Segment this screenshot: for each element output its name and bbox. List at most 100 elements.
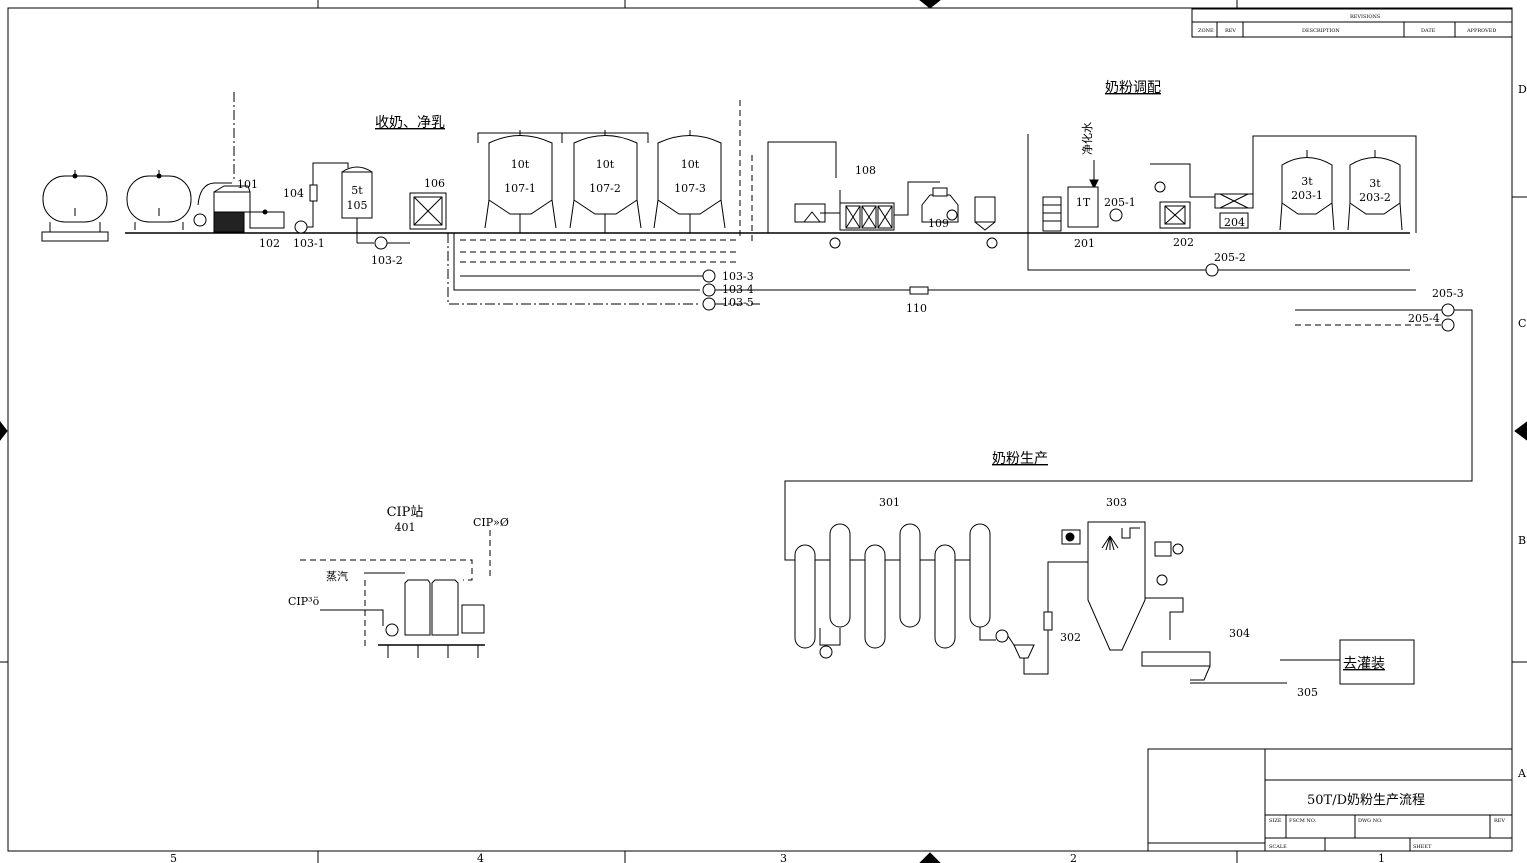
title-size: SIZE — [1269, 818, 1282, 824]
buffer-tank-102: 102 — [249, 209, 285, 250]
drawing-title: 50T/D奶粉生产流程 — [1307, 793, 1425, 808]
label-303: 303 — [1106, 496, 1127, 509]
filter-302: 302 — [1023, 561, 1091, 675]
label-205-4: 205-4 — [1408, 312, 1440, 325]
revisions-description: DESCRIPTION — [1302, 28, 1340, 34]
title-fscm: FSCM NO. — [1289, 818, 1317, 824]
label-203-2: 203-2 — [1359, 191, 1391, 204]
title-sheet: SHEET — [1413, 844, 1432, 850]
label-202: 202 — [1173, 236, 1194, 249]
label-108: 108 — [855, 164, 876, 177]
zone-label-c: C — [1518, 317, 1526, 330]
label-103-5: 103-5 — [722, 296, 754, 309]
tank-107-1: 10t 107-1 — [484, 130, 557, 233]
separator-109: 109 — [921, 187, 998, 249]
label-204: 204 — [1224, 216, 1245, 229]
pump-205-4 — [1441, 318, 1455, 332]
fluid-bed-304: 304 305 — [1141, 627, 1340, 699]
cip-station-title: CIP站 — [387, 505, 424, 520]
label-107-2: 107-2 — [589, 182, 621, 195]
blend-section: 净化水 1T 201 205-1 202 204 205-2 — [1027, 122, 1417, 277]
label-107-1: 107-1 — [504, 182, 536, 195]
label-103-4: 103-4 — [722, 283, 754, 296]
tank-203-2-capacity: 3t — [1369, 177, 1381, 190]
tank-105-capacity: 5t — [351, 184, 363, 197]
label-103-3: 103-3 — [722, 270, 754, 283]
to-filling-label: 去灌装 — [1343, 656, 1385, 672]
pump-103-4 — [702, 283, 716, 297]
label-301: 301 — [879, 496, 900, 509]
label-107-3: 107-3 — [674, 182, 706, 195]
purified-water-label: 净化水 — [1080, 122, 1094, 155]
unit-108: 108 — [767, 141, 940, 249]
col-label-1: 1 — [1378, 852, 1385, 863]
cip-station-number: 401 — [395, 521, 416, 534]
revisions-block: REVISIONS ZONE REV DESCRIPTION DATE APPR… — [1191, 8, 1513, 38]
label-104: 104 — [283, 187, 304, 200]
zone-label-a: A — [1517, 767, 1527, 780]
tank-107-3-capacity: 10t — [681, 158, 700, 171]
section-receive-heading: 收奶、净乳 — [375, 115, 445, 131]
pump-205-3 — [1441, 303, 1455, 317]
pump-103-2 — [374, 236, 388, 250]
section-blend-heading: 奶粉调配 — [1105, 80, 1161, 96]
tank-107-2: 10t 107-2 — [569, 130, 642, 233]
cip-station-401: CIP站 401 CIP»Ø 蒸汽 CIP³ö — [288, 505, 509, 658]
cip-lines-205: 205-3 205-4 — [784, 287, 1473, 561]
label-201: 201 — [1074, 237, 1095, 250]
revisions-zone: ZONE — [1198, 28, 1214, 34]
revisions-header: REVISIONS — [1350, 14, 1381, 20]
to-filling-box — [1339, 639, 1415, 685]
label-205-1: 205-1 — [1104, 196, 1136, 209]
col-label-2: 2 — [1070, 852, 1077, 863]
revisions-approved: APPROVED — [1466, 28, 1496, 34]
label-110: 110 — [906, 302, 927, 315]
cip-lines-107: 103-3 103-4 103-5 — [447, 155, 1416, 311]
col-label-3: 3 — [780, 852, 787, 863]
label-103-2: 103-2 — [371, 254, 403, 267]
cip-return-label: CIP»Ø — [473, 516, 509, 529]
label-102: 102 — [259, 237, 280, 250]
revisions-date: DATE — [1421, 28, 1436, 34]
zone-label-d: D — [1518, 83, 1527, 96]
milk-tanker-1 — [41, 170, 109, 242]
pump-103-5 — [702, 297, 716, 311]
tank-203-1: 3t 203-1 — [1279, 150, 1335, 231]
label-101: 101 — [237, 178, 258, 191]
tank-107-2-capacity: 10t — [596, 158, 615, 171]
milk-tanker-2 — [126, 170, 192, 230]
plate-cooler-106: 106 — [409, 177, 447, 230]
label-302: 302 — [1060, 631, 1081, 644]
label-205-2: 205-2 — [1214, 251, 1246, 264]
pump-205-1 — [1109, 208, 1123, 222]
zone-label-b: B — [1518, 534, 1526, 547]
evaporator-301: 301 — [794, 496, 1035, 659]
label-304: 304 — [1229, 627, 1250, 640]
label-109: 109 — [928, 217, 949, 230]
tank-203-2: 3t 203-2 — [1347, 150, 1403, 231]
receiving-unit-101: 101 — [193, 92, 258, 233]
col-label-4: 4 — [477, 852, 484, 863]
filter-104: 104 — [283, 162, 349, 228]
section-produce-heading: 奶粉生产 — [992, 451, 1048, 467]
label-205-3: 205-3 — [1432, 287, 1464, 300]
tank-105: 5t 105 103-2 — [341, 166, 410, 267]
label-103-1: 103-1 — [293, 237, 325, 250]
title-scale: SCALE — [1269, 844, 1287, 850]
label-106: 106 — [424, 177, 445, 190]
col-label-5: 5 — [170, 852, 177, 863]
pump-103-3 — [702, 269, 716, 283]
steam-label: 蒸汽 — [326, 569, 348, 583]
cip-supply-label: CIP³ö — [288, 595, 320, 608]
title-rev: REV — [1494, 818, 1505, 824]
pump-103-1: 103-1 — [293, 220, 325, 250]
filter-110: 110 — [906, 286, 929, 315]
tank-107-1-capacity: 10t — [511, 158, 530, 171]
title-dwg: DWG NO. — [1358, 818, 1383, 824]
title-block: 50T/D奶粉生产流程 SIZE FSCM NO. DWG NO. REV SC… — [1147, 748, 1513, 852]
tank-107-3: 10t 107-3 — [653, 130, 726, 233]
label-203-1: 203-1 — [1291, 189, 1323, 202]
revisions-rev: REV — [1225, 28, 1236, 34]
